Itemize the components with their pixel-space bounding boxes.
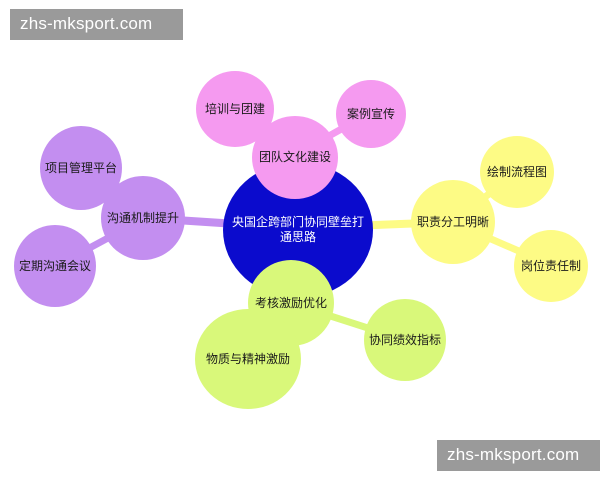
watermark-bottom: zhs-mksport.com	[437, 440, 600, 471]
branch-team-culture-label: 团队文化建设	[258, 150, 331, 164]
leaf-case-promotion-label: 案例宣传	[346, 106, 395, 121]
leaf-pm-platform-label: 项目管理平台	[44, 160, 117, 175]
leaf-collab-metrics-node: 协同绩效指标	[364, 299, 446, 381]
branch-team-culture-node: 团队文化建设	[252, 116, 338, 199]
leaf-regular-meeting-node: 定期沟通会议	[14, 225, 96, 307]
leaf-training-node: 培训与团建	[196, 71, 274, 147]
leaf-case-promotion-node: 案例宣传	[336, 80, 406, 148]
branch-communication-label: 沟通机制提升	[106, 210, 179, 225]
branch-duties-label: 职责分工明晰	[416, 214, 489, 229]
leaf-training-label: 培训与团建	[204, 101, 265, 116]
leaf-flowchart-node: 绘制流程图	[480, 136, 554, 208]
leaf-job-responsibility-node: 岗位责任制	[514, 230, 588, 302]
leaf-incentive-node: 物质与精神激励	[195, 309, 301, 409]
watermark-top: zhs-mksport.com	[10, 9, 183, 40]
central-topic-label: 央国企跨部门协同壁垒打通思路	[231, 215, 364, 244]
leaf-regular-meeting-label: 定期沟通会议	[18, 258, 91, 273]
leaf-flowchart-label: 绘制流程图	[486, 164, 547, 179]
branch-assessment-label: 考核激励优化	[254, 295, 327, 310]
leaf-job-responsibility-label: 岗位责任制	[520, 258, 581, 273]
leaf-collab-metrics-label: 协同绩效指标	[368, 332, 441, 347]
leaf-incentive-label: 物质与精神激励	[205, 351, 290, 366]
branch-duties-node: 职责分工明晰	[411, 180, 495, 264]
leaf-pm-platform-node: 项目管理平台	[40, 126, 122, 210]
